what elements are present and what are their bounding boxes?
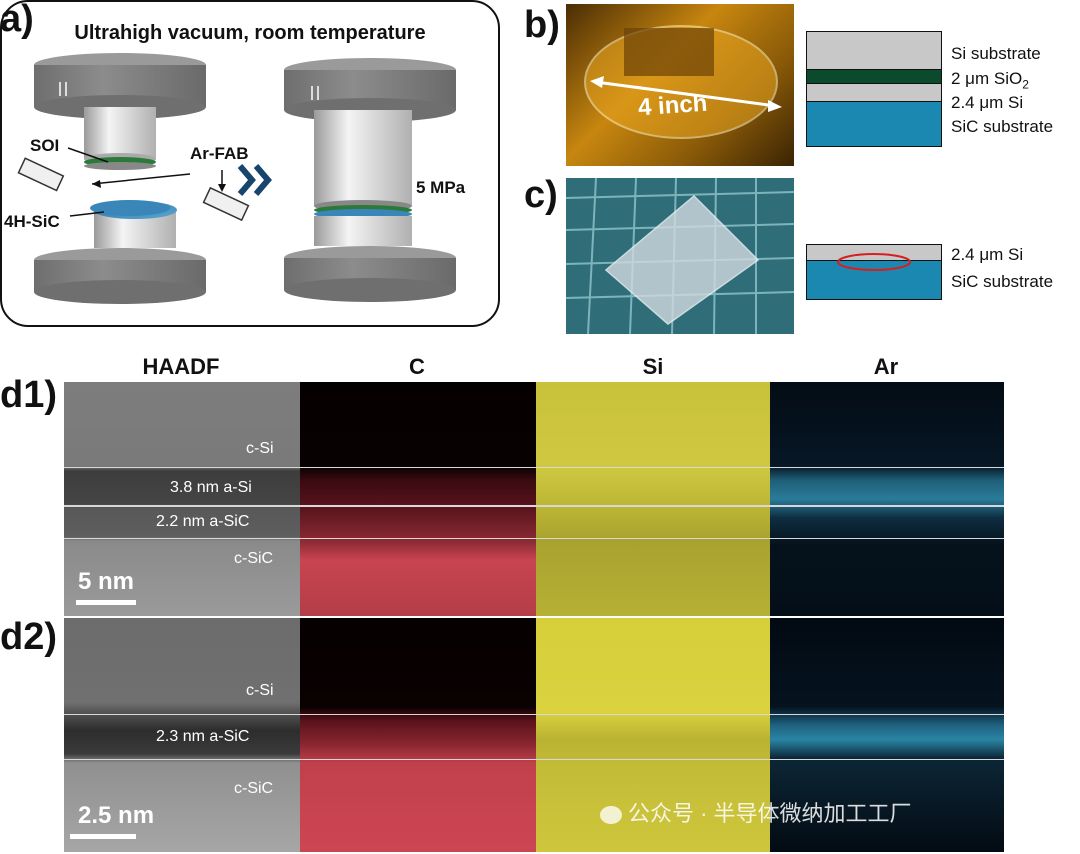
- label-si-thin: 2.4 μm Si: [951, 93, 1024, 112]
- d2-label-c-si: c-Si: [246, 682, 274, 699]
- left-bottom-stage: [34, 200, 206, 304]
- bonded-sample-photo: [566, 178, 794, 334]
- layer-sic-substrate: [806, 101, 942, 147]
- d1-band-a-si: [64, 467, 1004, 507]
- d2-scale-text: 2.5 nm: [78, 802, 155, 829]
- d1-scale-text: 5 nm: [78, 568, 135, 595]
- col-title-ar: Ar: [873, 354, 899, 379]
- wechat-icon: [600, 806, 622, 825]
- d2-label-a-sic: 2.3 nm a-SiC: [156, 728, 250, 745]
- col-title-haadf: HAADF: [142, 354, 220, 379]
- layer-si-thin: [806, 83, 942, 103]
- col-title-si: Si: [642, 354, 664, 379]
- d1-map-c: [300, 382, 536, 616]
- label-si-top: 2.4 μm Si: [951, 245, 1024, 264]
- layer-sic-bottom: [806, 260, 942, 300]
- d2-map-si: [536, 618, 770, 852]
- wafer-photo: 4 inch: [566, 4, 794, 166]
- wafer-photo-art: [584, 25, 782, 139]
- bonding-schematic: [17, 53, 456, 304]
- left-top-plate: [34, 53, 206, 170]
- transition-arrow-icon: [237, 164, 272, 196]
- d2-scale-bar: [70, 834, 136, 839]
- soi-label: SOI: [30, 136, 60, 155]
- panel-label-c: c): [524, 174, 558, 216]
- bonded-layer-stack: [806, 244, 942, 300]
- d1-label-a-sic: 2.2 nm a-SiC: [156, 513, 250, 530]
- d2-haadf: [64, 618, 300, 852]
- col-title-c: C: [409, 354, 425, 379]
- grid-photo-art: [566, 178, 794, 334]
- watermark-text: 公众号 · 半导体微纳加工工厂: [628, 801, 912, 826]
- pressure-label: 5 MPa: [416, 178, 466, 197]
- soi-layer-stack: [806, 31, 942, 147]
- label-sic-substrate-b: SiC substrate: [951, 117, 1054, 136]
- d1-scale-bar: [76, 600, 136, 605]
- d1-map-si: [536, 382, 770, 616]
- panel-label-d1: d1): [0, 374, 57, 416]
- d1-label-c-sic: c-SiC: [234, 550, 274, 567]
- d1-band-a-sic: [64, 505, 1004, 539]
- panel-a-frame: Ultrahigh vacuum, room temperature: [0, 0, 500, 327]
- d1-label-a-si: 3.8 nm a-Si: [170, 479, 252, 496]
- d2-map-c: [300, 618, 536, 852]
- panel-label-d2: d2): [0, 616, 57, 658]
- panel-a-title: Ultrahigh vacuum, room temperature: [74, 22, 426, 44]
- d1-haadf: [64, 382, 300, 616]
- right-press: [284, 58, 456, 302]
- label-sic-bottom: SiC substrate: [951, 272, 1054, 291]
- d1-label-c-si: c-Si: [246, 440, 274, 457]
- label-si-substrate: Si substrate: [951, 44, 1041, 63]
- d2-band-a-sic: [64, 714, 1004, 760]
- d1-map-ar: [770, 382, 1004, 616]
- interface-marker: [837, 253, 911, 271]
- watermark: 公众号 · 半导体微纳加工工厂: [600, 796, 912, 828]
- sic-label: 4H-SiC: [4, 212, 60, 231]
- label-sio2-sub: 2: [1022, 77, 1029, 92]
- label-sio2: 2 μm SiO2: [951, 69, 1029, 91]
- panel-label-b: b): [524, 4, 560, 46]
- d2-map-ar: [770, 618, 1004, 852]
- ar-fab-guns: [17, 147, 250, 222]
- d2-label-c-sic: c-SiC: [234, 780, 274, 797]
- panel-label-a: a): [0, 0, 34, 40]
- label-sio2-text: 2 μm SiO: [951, 69, 1023, 88]
- wafer-size-text: 4 inch: [637, 89, 709, 122]
- ar-fab-label: Ar-FAB: [190, 144, 249, 163]
- layer-si-substrate: [806, 31, 942, 71]
